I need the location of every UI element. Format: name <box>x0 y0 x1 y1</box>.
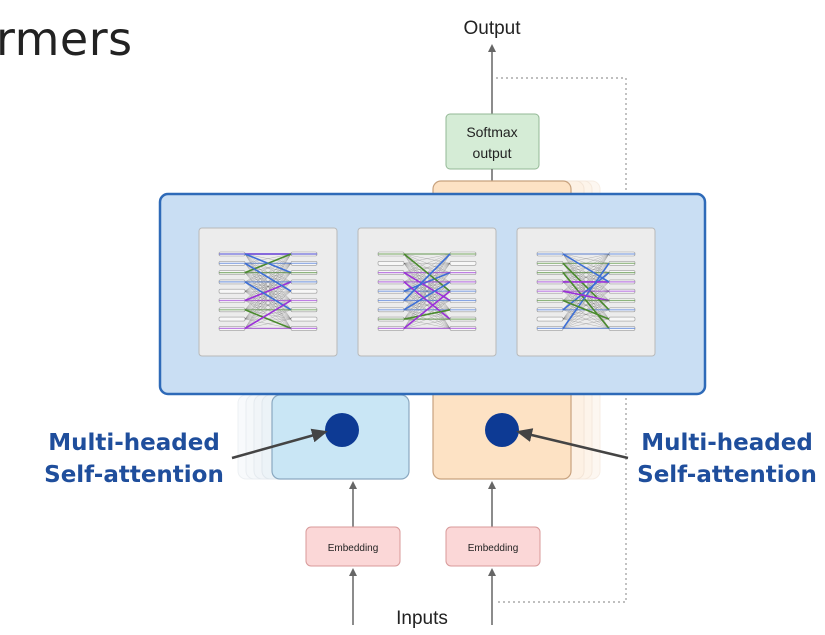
left-annotation-line2: Self-attention <box>44 462 224 488</box>
right-annotation-line1: Multi-headed <box>641 430 813 456</box>
encoder-attention-node <box>325 413 359 447</box>
inputs-label: Inputs <box>396 608 448 629</box>
right-annotation-arrow <box>516 428 629 460</box>
softmax-label-line1: Softmax <box>466 124 517 140</box>
attention-head-tile-2 <box>357 227 497 357</box>
attention-heads <box>198 227 656 357</box>
softmax-label-line2: output <box>473 145 512 161</box>
attention-head-tile-1 <box>198 227 338 357</box>
embedding-right-label: Embedding <box>468 543 519 554</box>
embedding-left-box <box>305 526 401 567</box>
decoder-attention-node <box>485 413 519 447</box>
slide-title-fragment: rmers <box>0 12 133 66</box>
output-label: Output <box>463 18 521 39</box>
embedding-left-label: Embedding <box>328 543 379 554</box>
embedding-right-box <box>445 526 541 567</box>
left-annotation-line1: Multi-headed <box>48 430 220 456</box>
right-annotation-line2: Self-attention <box>637 462 817 488</box>
attention-head-tile-3 <box>516 227 656 357</box>
left-annotation-arrow <box>231 428 328 460</box>
